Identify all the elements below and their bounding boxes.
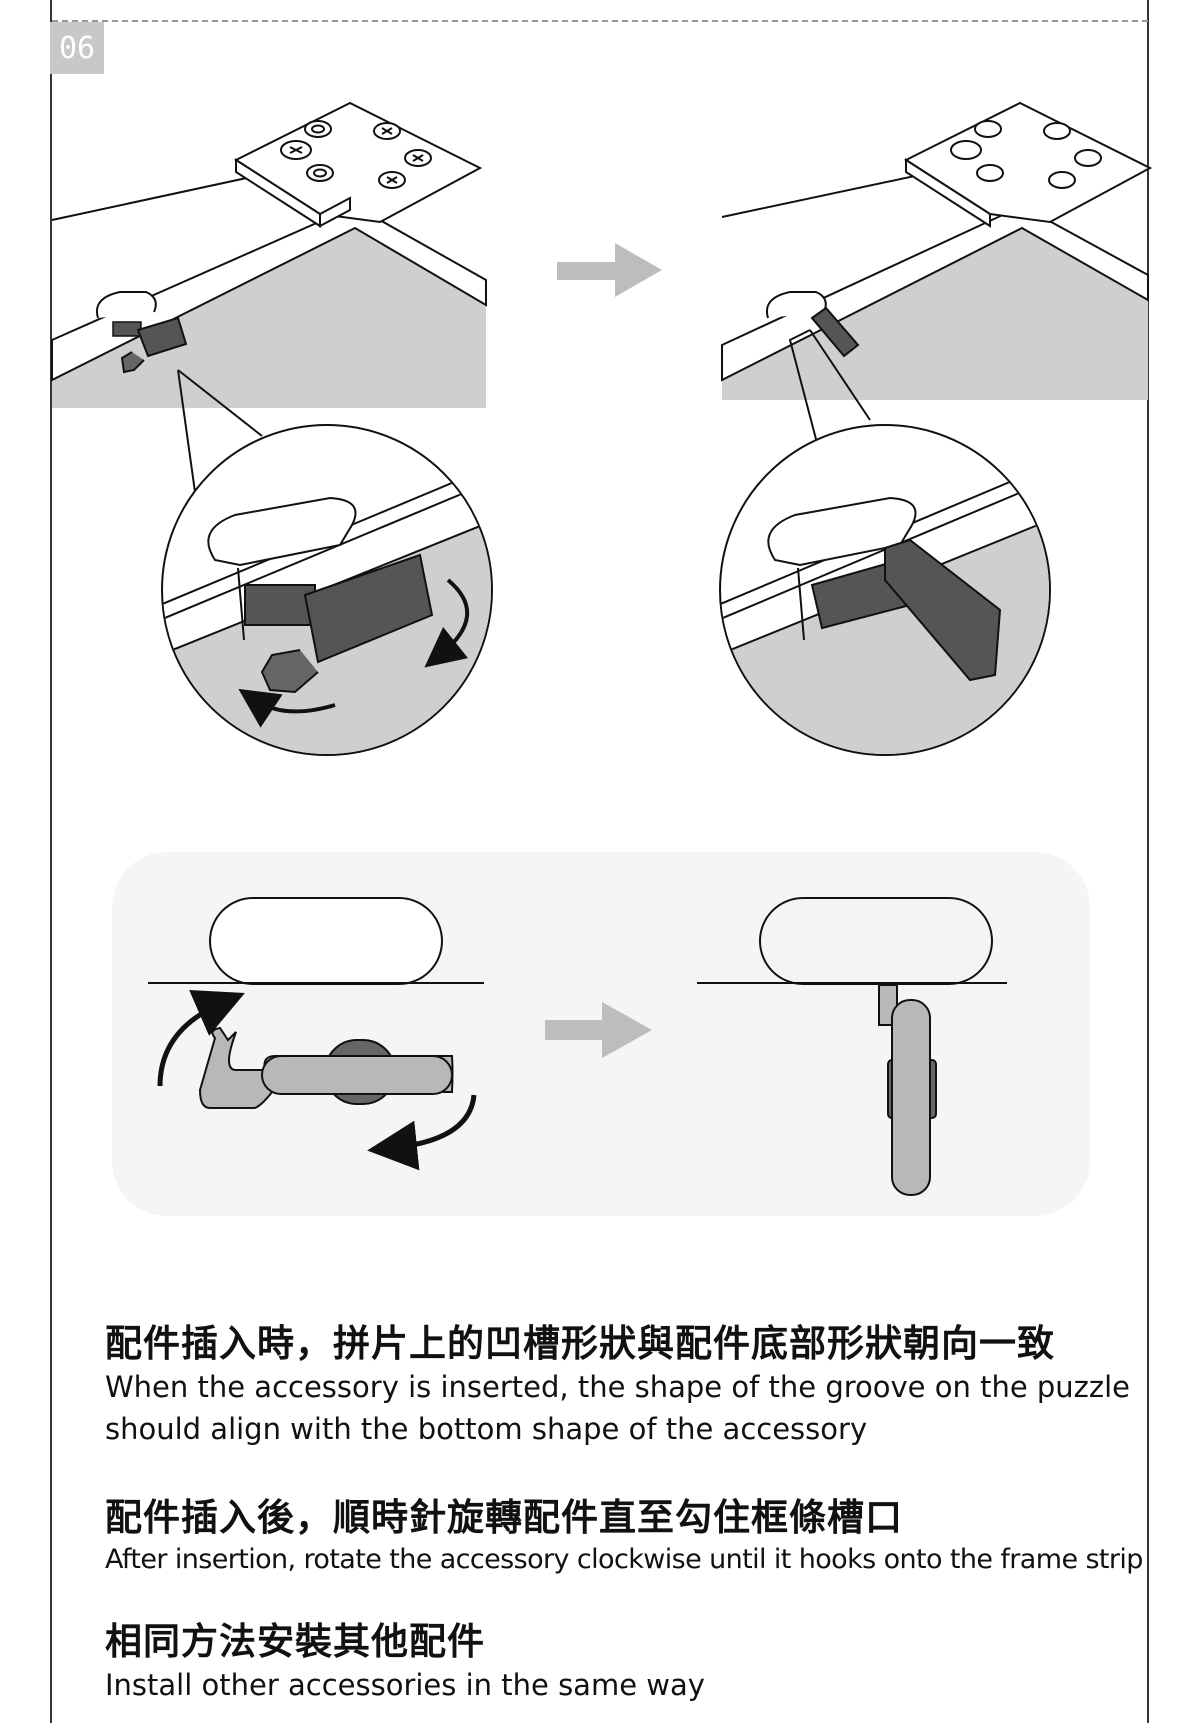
instruction-2-en: After insertion, rotate the accessory cl…	[105, 1544, 1143, 1576]
corner-bracket	[903, 101, 1153, 228]
step-number-badge: 06	[50, 22, 104, 74]
instruction-2-zh: 配件插入後，順時針旋轉配件直至勾住框條槽口	[105, 1496, 903, 1539]
instruction-1-en: When the accessory is inserted, the shap…	[105, 1370, 1131, 1447]
screw-icon	[950, 120, 1102, 189]
instruction-3-en: Install other accessories in the same wa…	[105, 1668, 705, 1703]
before-rotation-view	[51, 101, 493, 756]
instruction-1-zh: 配件插入時，拼片上的凹槽形狀與配件底部形狀朝向一致	[105, 1322, 1055, 1365]
screw-icon	[280, 120, 432, 189]
corner-bracket	[233, 101, 483, 228]
assembly-illustration	[51, 101, 1153, 1216]
instruction-3: 相同方法安裝其他配件 Install other accessories in …	[105, 1620, 1135, 1706]
instruction-2: 配件插入後，順時針旋轉配件直至勾住框條槽口 After insertion, r…	[105, 1496, 1143, 1580]
after-rotation-view	[719, 101, 1153, 756]
accessory-part	[136, 316, 188, 358]
next-arrow-icon	[557, 243, 662, 297]
puzzle-surface	[52, 228, 486, 408]
page-border	[50, 0, 1149, 1723]
instruction-1: 配件插入時，拼片上的凹槽形狀與配件底部形狀朝向一致 When the acces…	[105, 1322, 1135, 1450]
next-arrow-icon	[545, 1002, 652, 1058]
cut-line-divider	[52, 20, 1148, 22]
instruction-3-zh: 相同方法安裝其他配件	[105, 1620, 485, 1663]
top-view-diagram	[112, 852, 1090, 1216]
accessory-part	[810, 306, 860, 358]
